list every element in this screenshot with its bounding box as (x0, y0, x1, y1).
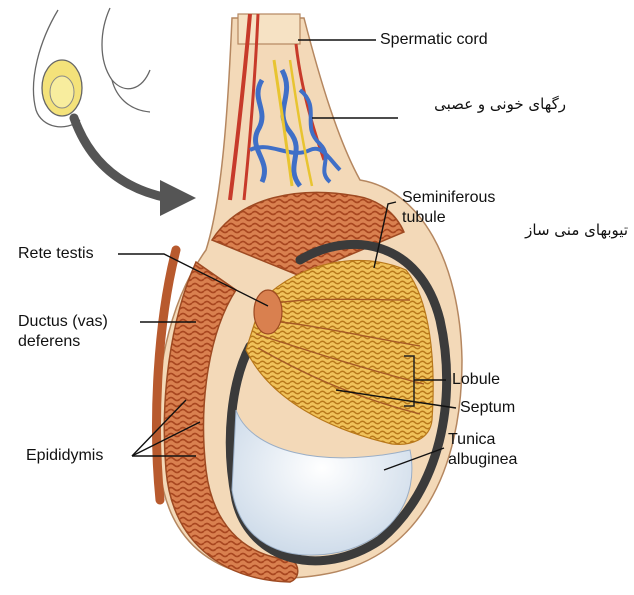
overview-sketch (33, 8, 150, 127)
label-seminiferous-tubule-fa: تیوبهای منی ساز (525, 220, 628, 240)
label-spermatic-cord: Spermatic cord (380, 30, 488, 50)
rete-testis (254, 290, 282, 334)
label-tunica-albuginea: Tunica albuginea (448, 430, 517, 470)
label-rete-testis: Rete testis (18, 244, 94, 264)
label-lobule: Lobule (452, 370, 500, 390)
label-vessels-nerves-fa: رگهای خونی و عصبی (434, 94, 566, 114)
label-seminiferous-tubule: Seminiferous tubule (402, 188, 495, 228)
label-epididymis: Epididymis (26, 446, 103, 466)
label-septum: Septum (460, 398, 515, 418)
pointer-arrow (74, 118, 196, 216)
label-ductus-deferens: Ductus (vas) deferens (18, 312, 108, 352)
